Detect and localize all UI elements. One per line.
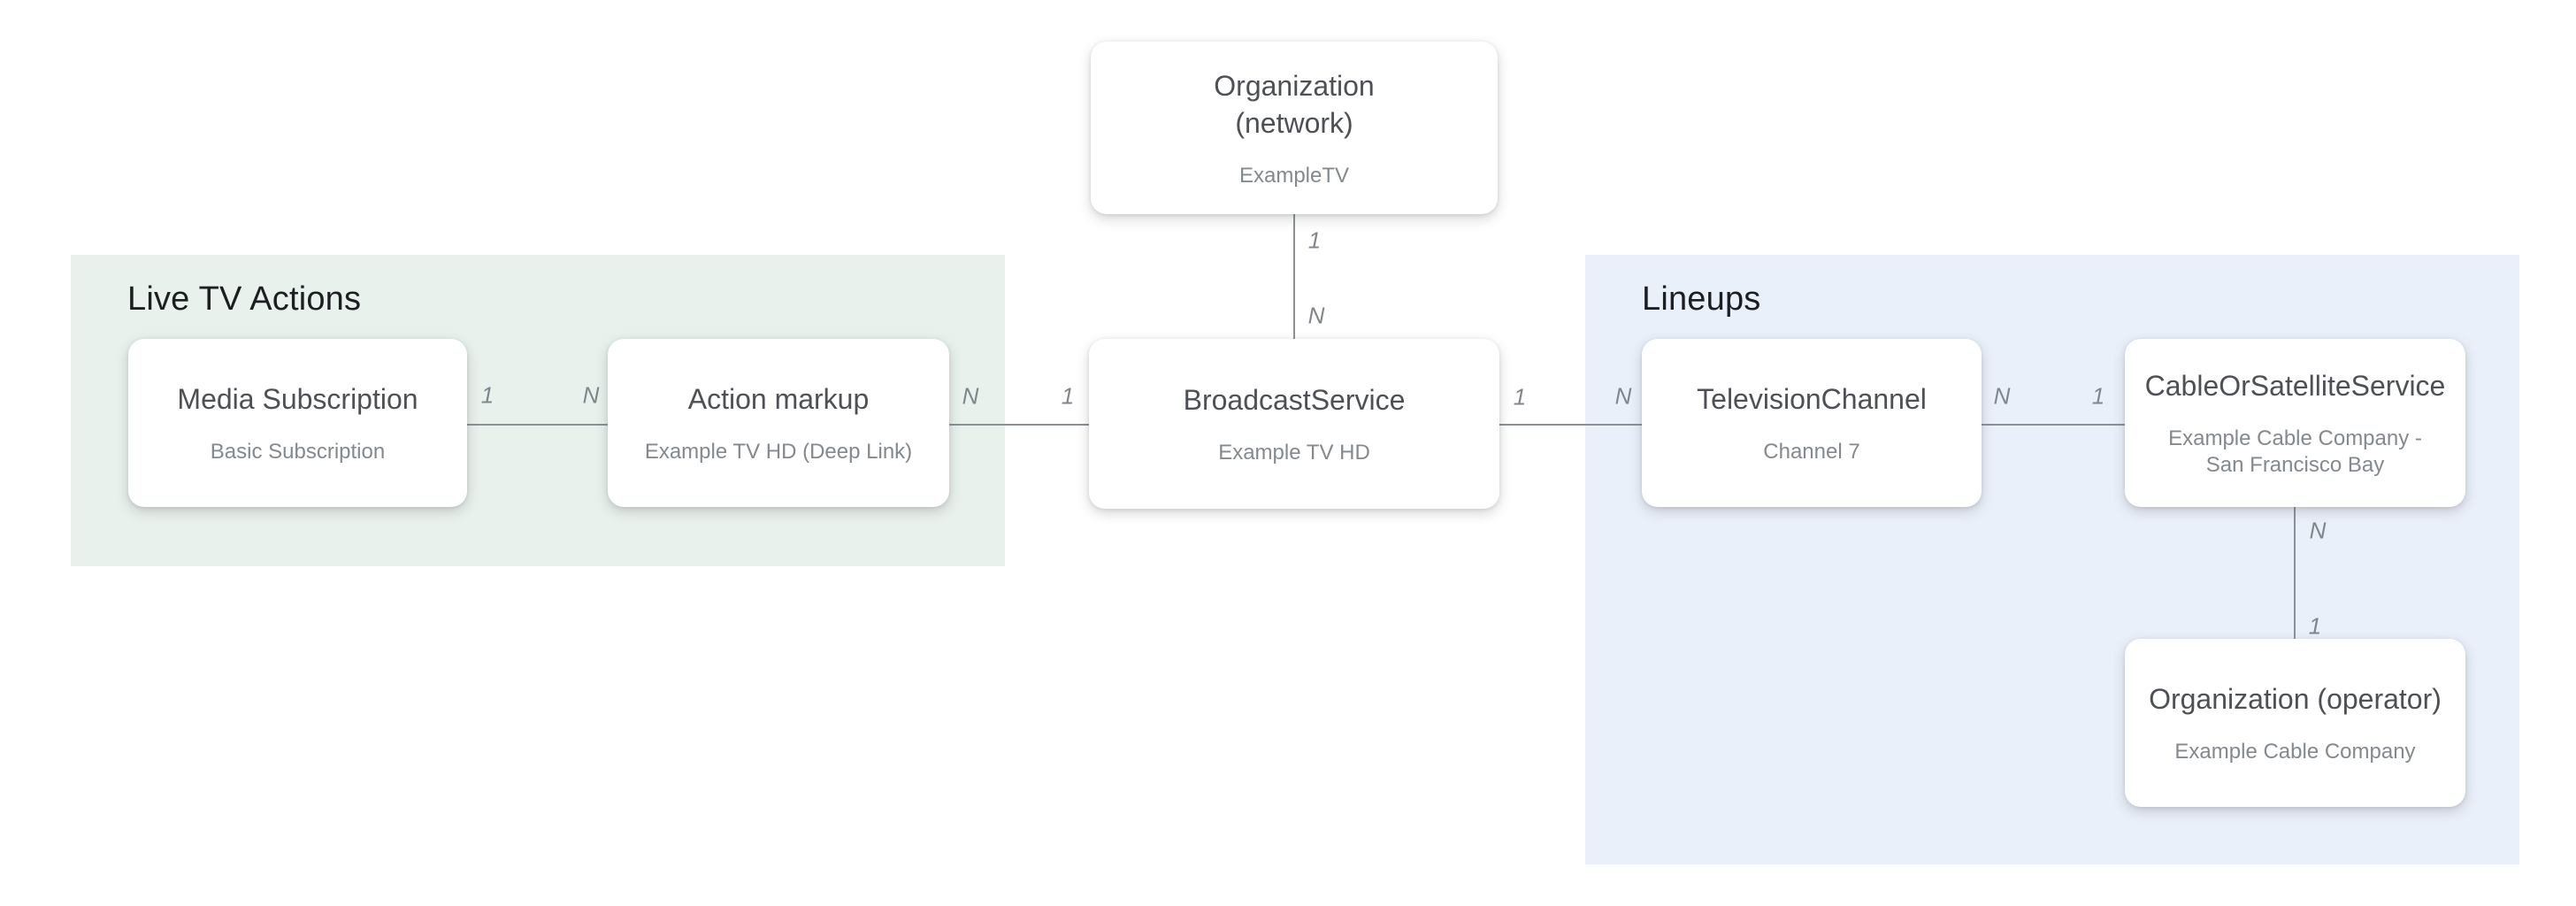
edge-media-action-line — [467, 424, 608, 426]
node-subtitle: Example Cable Company — [2174, 740, 2416, 764]
node-subtitle: Example Cable Company - San Francisco Ba… — [2168, 426, 2422, 477]
cardinality-media-action-start: 1 — [480, 381, 494, 409]
node-organization-operator: Organization (operator) Example Cable Co… — [2125, 639, 2465, 807]
node-title: Organization (operator) — [2149, 683, 2442, 715]
node-television-channel: TelevisionChannel Channel 7 — [1642, 339, 1982, 507]
cardinality-action-broadcast-end: 1 — [1061, 382, 1075, 410]
edge-cable-operator-line — [2294, 507, 2296, 639]
cardinality-media-action-end: N — [582, 381, 600, 409]
cardinality-channel-cable-start: N — [1993, 382, 2011, 410]
node-title: Action markup — [687, 383, 870, 415]
node-title: TelevisionChannel — [1697, 383, 1927, 415]
node-subtitle: Example TV HD (Deep Link) — [644, 440, 913, 464]
cardinality-channel-cable-end: 1 — [2091, 382, 2105, 410]
cardinality-broadcast-channel-start: 1 — [1513, 383, 1527, 411]
node-action-markup: Action markup Example TV HD (Deep Link) — [608, 339, 949, 507]
edge-action-broadcast-line — [949, 424, 1089, 426]
cardinality-network-broadcast-end: N — [1307, 302, 1325, 329]
node-title: Organization (network) — [1214, 69, 1375, 139]
node-subtitle: Example TV HD — [1218, 441, 1370, 465]
node-title: Media Subscription — [177, 383, 418, 415]
node-cable-or-satellite-service: CableOrSatelliteService Example Cable Co… — [2125, 339, 2465, 507]
cardinality-broadcast-channel-end: N — [1614, 382, 1632, 410]
node-media-subscription: Media Subscription Basic Subscription — [128, 339, 467, 507]
cardinality-cable-operator-start: N — [2309, 517, 2327, 544]
edge-broadcast-channel-line — [1499, 424, 1642, 426]
edge-network-broadcast-line — [1293, 214, 1295, 339]
node-title: BroadcastService — [1183, 384, 1406, 416]
cardinality-cable-operator-end: 1 — [2308, 612, 2322, 640]
node-subtitle: ExampleTV — [1238, 163, 1350, 188]
node-subtitle: Channel 7 — [1763, 440, 1860, 464]
cardinality-action-broadcast-start: N — [962, 382, 979, 410]
node-subtitle: Basic Subscription — [210, 440, 386, 464]
cardinality-network-broadcast-start: 1 — [1307, 226, 1322, 254]
node-title: CableOrSatelliteService — [2144, 370, 2446, 402]
region-live-tv-actions-title: Live TV Actions — [127, 280, 362, 318]
node-organization-network: Organization (network) ExampleTV — [1091, 42, 1498, 214]
region-lineups-title: Lineups — [1642, 280, 1761, 318]
node-broadcast-service: BroadcastService Example TV HD — [1089, 339, 1499, 509]
edge-channel-cable-line — [1982, 424, 2125, 426]
